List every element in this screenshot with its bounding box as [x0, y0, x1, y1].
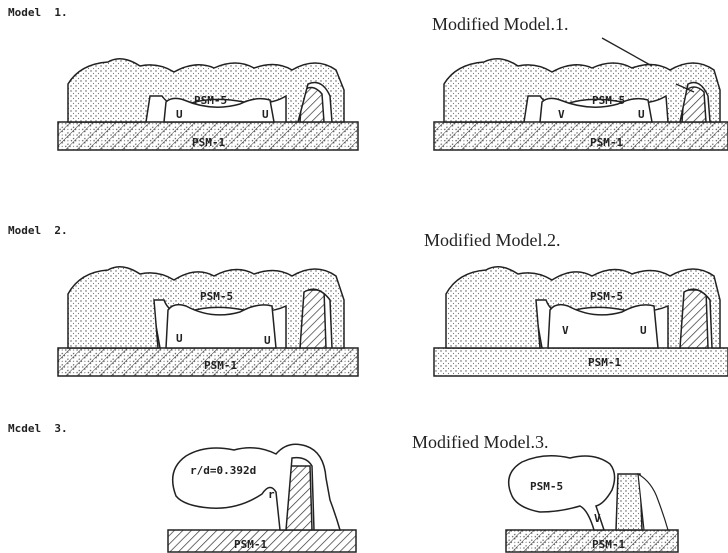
modified-model-3-lower-label: PSM-1	[592, 538, 625, 551]
model-3-diagram: r/d=0.392d r PSM-1	[167, 443, 357, 553]
modified-model-1-upper-label: PSM-5	[592, 94, 625, 107]
modified-model-1-pointer	[601, 37, 653, 67]
modified-model-1-psm5-overlayer	[443, 58, 721, 123]
model-2-diagram: PSM-5 U U PSM-1	[57, 266, 359, 377]
model-2-upper-label: PSM-5	[200, 290, 233, 303]
model-2-psm5-overlayer	[67, 266, 345, 349]
modified-model-2-title: Modified Model.2.	[424, 230, 561, 250]
model-2-right-letter: U	[264, 334, 271, 347]
modified-model-3-substrate	[505, 529, 679, 553]
model-3-psm5-overlayer	[171, 443, 341, 531]
modified-model-3-diagram: PSM-5 V PSM-1	[505, 455, 679, 553]
modified-model-1-lower-label: PSM-1	[590, 136, 623, 149]
modified-model-2-right-letter: U	[640, 324, 647, 337]
modified-model-2-lower-label: PSM-1	[588, 356, 621, 369]
model-1-upper-label: PSM-5	[194, 94, 227, 107]
model-3-annotation: r/d=0.392d	[190, 464, 256, 477]
modified-model-2-diagram: PSM-5 V U PSM-1	[433, 266, 728, 377]
modified-model-1-right-letter: U	[638, 108, 645, 121]
modified-model-1-v-void	[539, 97, 653, 123]
modified-model-3-upper-label: PSM-5	[530, 480, 563, 493]
modified-model-2-left-letter: V	[562, 324, 569, 337]
model-1-u-void	[163, 97, 275, 123]
model-3-title: Mcdel 3.	[8, 422, 68, 435]
model-1-psm5-overlayer	[67, 58, 345, 123]
modified-model-3-title: Modified Model.3.	[412, 432, 549, 452]
model-2-left-letter: U	[176, 332, 183, 345]
model-2-u-void	[165, 303, 277, 349]
modified-model-1-diagram: PSM-5 V U PSM-1	[433, 37, 728, 151]
model-2-substrate	[57, 347, 359, 377]
modified-model-3-psm5-overlayer	[507, 455, 616, 531]
modified-model-2-substrate	[433, 347, 728, 377]
model-1-title: Model 1.	[8, 6, 68, 19]
model-1-lower-label: PSM-1	[192, 136, 225, 149]
modified-model-1-left-letter: V	[558, 108, 565, 121]
model-2-title: Model 2.	[8, 224, 68, 237]
modified-model-1-title: Modified Model.1.	[432, 14, 569, 34]
modified-model-2-v-void	[547, 303, 659, 349]
model-1-substrate	[57, 121, 359, 151]
model-2-lower-label: PSM-1	[204, 359, 237, 372]
modified-model-2-upper-label: PSM-5	[590, 290, 623, 303]
modified-model-3-right-pillar	[615, 473, 643, 531]
modified-model-2-psm5-overlayer	[445, 266, 721, 349]
model-3-lower-label: PSM-1	[234, 538, 267, 551]
model-3-small-letter: r	[268, 488, 275, 501]
modified-model-3-small-letter: V	[594, 512, 601, 525]
modified-model-1-pointer-2	[675, 83, 695, 93]
model-1-right-letter: U	[262, 108, 269, 121]
model-3-substrate	[167, 529, 357, 553]
modified-model-1-substrate	[433, 121, 728, 151]
model-1-left-letter: U	[176, 108, 183, 121]
model-1-diagram: PSM-5 U U PSM-1	[57, 58, 359, 151]
modified-model-3-right-overlayer	[637, 472, 669, 531]
